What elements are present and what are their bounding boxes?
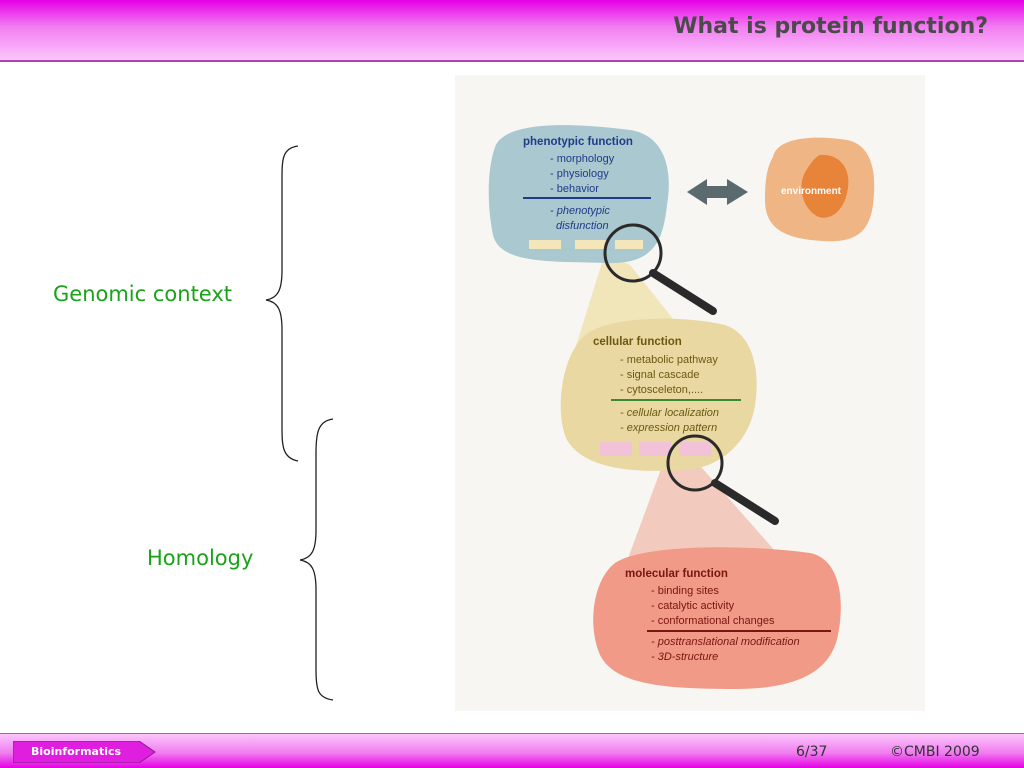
cellular-tag-1: [600, 442, 632, 456]
phenotypic-item-1: - morphology: [550, 153, 615, 165]
homology-brace: [299, 418, 334, 701]
slide-footer: Bioinformatics 6/37 ©CMBI 2009: [0, 733, 1024, 768]
embryo-icon: [801, 154, 849, 218]
molecular-item-3: - conformational changes: [651, 615, 775, 627]
page-number: 6/37: [796, 744, 828, 760]
cellular-italic-2: - expression pattern: [620, 422, 717, 434]
footer-course-tab: Bioinformatics: [13, 741, 156, 763]
phenotypic-italic-1: - phenotypic: [550, 205, 610, 217]
environment-label: environment: [781, 186, 842, 197]
molecular-blob: [593, 547, 841, 689]
magnifier-1-lens: [603, 223, 663, 283]
molecular-item-1: - binding sites: [651, 585, 719, 597]
cellular-title: cellular function: [593, 336, 682, 348]
magnifier-1-handle: [649, 269, 717, 315]
footer-course-label: Bioinformatics: [31, 745, 122, 758]
copyright-text: ©CMBI 2009: [890, 744, 980, 760]
phenotypic-item-3: - behavior: [550, 183, 599, 195]
cellular-italic-1: - cellular localization: [620, 407, 719, 419]
molecular-italic-2: - 3D-structure: [651, 651, 718, 663]
phenotypic-tag-1: [529, 240, 561, 249]
cellular-blob: [560, 318, 757, 471]
cellular-tag-3: [679, 442, 711, 456]
slide-header: What is protein function?: [0, 0, 1024, 62]
genomic-context-brace: [265, 145, 299, 462]
cellular-tag-2: [639, 442, 671, 456]
molecular-title: molecular function: [625, 568, 728, 580]
molecular-item-2: - catalytic activity: [651, 600, 735, 612]
phenotypic-tag-2: [575, 240, 607, 249]
phenotypic-italic-2: disfunction: [556, 220, 609, 232]
genomic-context-label: Genomic context: [53, 282, 233, 306]
cellular-item-1: - metabolic pathway: [620, 354, 718, 366]
molecular-italic-1: - posttranslational modification: [651, 636, 800, 648]
cellular-item-3: - cytosceleton,....: [620, 384, 703, 396]
magnifier-2-handle: [711, 479, 779, 525]
cellular-item-2: - signal cascade: [620, 369, 700, 381]
homology-label: Homology: [147, 546, 254, 570]
phenotypic-tag-3: [615, 240, 643, 249]
double-arrow-icon: [687, 179, 748, 205]
magnifier-2-lens: [666, 434, 724, 492]
slide-title: What is protein function?: [673, 14, 988, 39]
phenotypic-item-2: - physiology: [550, 168, 609, 180]
protein-function-diagram: phenotypic function - morphology - physi…: [455, 75, 925, 711]
phenotypic-blob: [488, 125, 669, 264]
phenotypic-title: phenotypic function: [523, 136, 633, 148]
